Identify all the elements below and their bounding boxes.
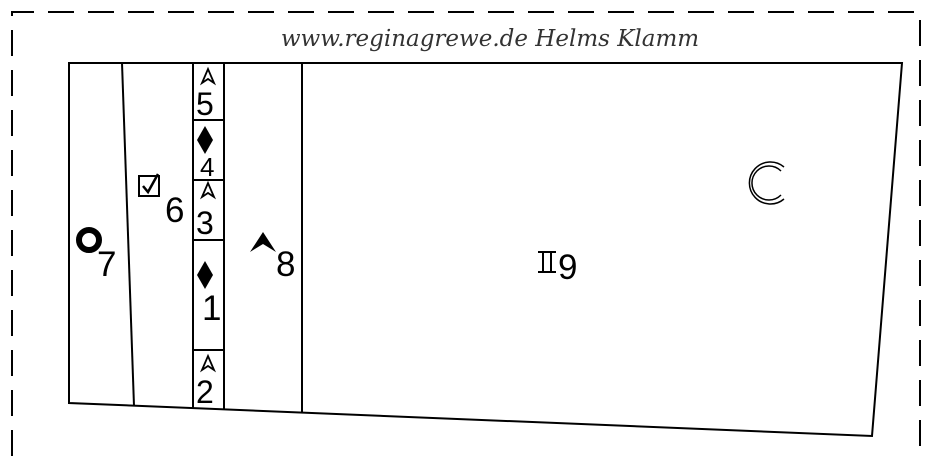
- piton-icon: [197, 126, 213, 154]
- route-label-8: 8: [276, 245, 295, 284]
- copyright-icon: [748, 161, 785, 205]
- natural-gear-icon: [250, 232, 276, 252]
- pitch-label-4: 4: [200, 152, 214, 182]
- route-label-7: 7: [97, 245, 116, 284]
- natural-gear-icon: [199, 353, 217, 373]
- credit-text: www.reginagrewe.de Helms Klamm: [281, 26, 699, 52]
- pitch-label-3: 3: [196, 205, 214, 241]
- pitch-label-1: 1: [202, 289, 221, 328]
- wall-outline: [68, 62, 904, 438]
- dashed-border: [11, 11, 921, 456]
- bolt-icon: [76, 227, 102, 253]
- gear-placement-icon: [138, 173, 160, 197]
- natural-gear-icon: [199, 66, 217, 86]
- natural-gear-icon: [199, 180, 217, 200]
- route-label-6: 6: [165, 191, 184, 230]
- piton-icon: [197, 261, 213, 289]
- pitch-label-5: 5: [196, 86, 214, 122]
- belay-icon: [538, 251, 556, 273]
- route-label-9: 9: [558, 248, 577, 287]
- divider-1: [121, 62, 135, 407]
- pitch-label-2: 2: [196, 374, 214, 410]
